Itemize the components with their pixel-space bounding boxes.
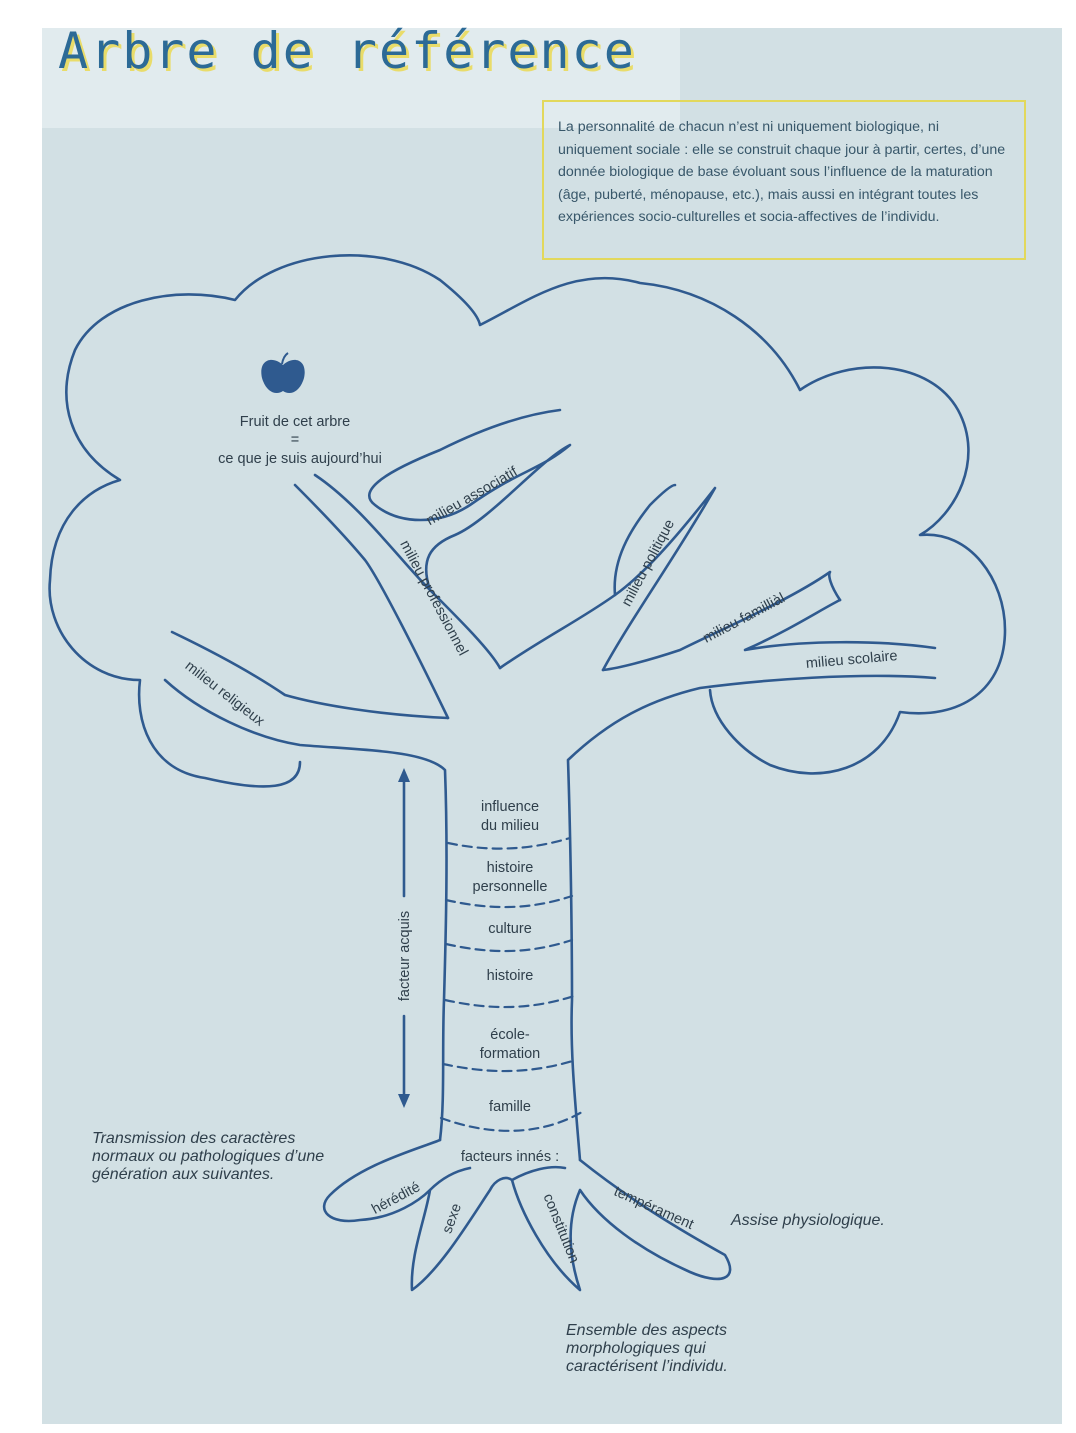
trunk-ecole-1: école- [490,1027,530,1043]
trunk-histoire-perso-1: histoire [487,860,534,876]
trunk-culture: culture [488,921,532,937]
root-divider-right [510,1165,567,1182]
trunk-influence-2: du milieu [481,818,539,834]
branch-label-familial: milieu familliàl [701,590,788,646]
trunk-divider-4 [443,994,576,1009]
transmission-line-3: génération aux suivantes. [92,1166,274,1183]
canopy-outline [48,254,1007,788]
associatif-branch [368,408,572,592]
root-label-temperament: tempérament [611,1184,696,1233]
assise-note: Assise physiologique. [730,1212,885,1229]
trunk-divider-3 [444,938,574,953]
trunk-ecole-2: formation [480,1046,540,1062]
trunk-divider-6 [439,1110,584,1132]
fruit-line-1: Fruit de cet arbre [240,414,350,430]
scolaire-branch [743,598,937,652]
professionnel-branch [293,483,450,720]
trunk-divider-1 [446,836,572,850]
branch-label-professionnel: milieu professionnel [396,538,470,659]
paper-background [42,28,1062,1424]
axis-arrow-down-icon [398,1094,410,1108]
familial-branch [601,570,842,672]
root-divider-left [428,1166,472,1192]
root-label-sexe: sexe [439,1201,465,1235]
branch-label-scolaire: milieu scolaire [805,648,898,672]
intro-box: La personnalité de chacun n’est ni uniqu… [542,100,1026,260]
trunk-divider-2 [444,894,574,909]
transmission-line-2: normaux ou pathologiques d’une [92,1148,324,1165]
ensemble-line-2: morphologiques qui [566,1340,706,1357]
page-title: Arbre de référence [58,22,636,80]
title-band [42,28,680,128]
trunk-histoire-perso-2: personnelle [473,879,548,895]
fruit-line-2: ce que je suis aujourd’hui [218,451,382,467]
apple-icon [261,352,305,394]
trunk-famille: famille [489,1099,531,1115]
religieux-branch-upper [170,630,450,720]
ensemble-line-1: Ensemble des aspects [566,1322,727,1339]
axis-arrow-up-icon [398,768,410,782]
trunk-facteurs-innes: facteurs innés : [461,1149,559,1165]
trunk-right-outline [566,674,937,1162]
trunk-divider-5 [441,1058,578,1073]
trunk-histoire: histoire [487,968,534,984]
facteur-acquis-label: facteur acquis [397,911,413,1001]
transmission-line-1: Transmission des caractères [92,1130,295,1147]
trunk-left-outline [163,678,448,1142]
roots-outline [322,1138,732,1292]
center-branch [498,593,617,670]
politique-branch [601,483,717,672]
intro-text: La personnalité de chacun n’est ni uniqu… [558,119,1006,225]
ensemble-line-3: caractérisent l’individu. [566,1358,728,1375]
fruit-equals: = [291,432,299,448]
trunk-influence-1: influence [481,799,539,815]
